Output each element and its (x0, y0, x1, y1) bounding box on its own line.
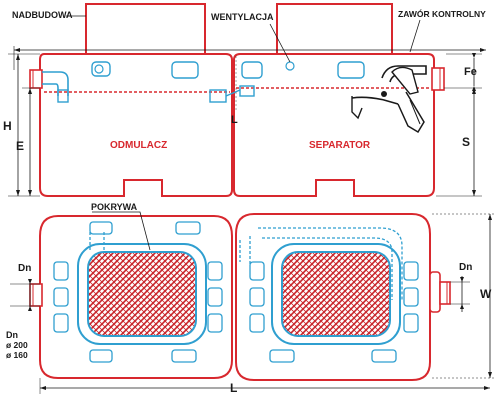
side-lug (403, 313, 419, 333)
inlet-stub (29, 69, 43, 89)
side-lug (207, 287, 223, 307)
dn-size-160: ø 160 (6, 350, 28, 360)
nadbudowa-riser-left (85, 3, 206, 55)
dim-h-label: H (3, 119, 12, 133)
wentylacja-label: WENTYLACJA (211, 12, 274, 22)
top-lug (337, 61, 365, 79)
control-valve (351, 65, 427, 134)
internal-pipe-dashed (239, 236, 251, 264)
top-view: POKRYWA Dn Dn W L Dn ø 200 ø 160 (6, 202, 496, 395)
end-lug (89, 221, 113, 235)
dn-left-label: Dn (18, 263, 31, 274)
dim-l-top-label: L (231, 114, 238, 126)
dn-sizes-title: Dn (6, 330, 18, 340)
top-lug (171, 61, 199, 79)
side-lug (249, 261, 265, 281)
nadbudowa-riser-right (276, 3, 393, 55)
side-lug (207, 313, 223, 333)
nadbudowa-label: NADBUDOWA (12, 10, 73, 20)
end-lug (269, 349, 295, 363)
side-lug (53, 287, 69, 307)
outlet-flange-top (439, 281, 451, 305)
dim-w-label: W (480, 287, 492, 301)
side-lug (207, 261, 223, 281)
internal-pipe-dashed (258, 227, 403, 300)
outlet-stub (431, 67, 445, 91)
end-lug (89, 349, 113, 363)
dn-size-200: ø 200 (6, 340, 28, 350)
side-lug (53, 313, 69, 333)
separator-tank (233, 53, 435, 197)
transfer-pipe-right (239, 85, 255, 97)
side-lug (403, 287, 419, 307)
side-view: ODMULACZ SEPARATOR NADBUDOWA WENTYLACJA … (3, 3, 486, 197)
dim-l-bottom-label: L (230, 381, 237, 395)
inlet-riser (57, 89, 69, 103)
manhole-ring-left (77, 243, 207, 345)
side-lug (249, 287, 265, 307)
top-lug (241, 61, 263, 79)
side-lug (403, 261, 419, 281)
vent-opening (94, 64, 104, 74)
end-lug (175, 221, 201, 235)
side-lug (53, 261, 69, 281)
zawor-kontrolny-label: ZAWÓR KONTROLNY (398, 8, 486, 19)
separator-label: SEPARATOR (309, 140, 371, 151)
manhole-cover-left (87, 251, 197, 337)
odmulacz-tank (39, 53, 233, 197)
manhole-ring-right (271, 243, 401, 345)
end-lug (371, 349, 397, 363)
dim-s-label: S (462, 135, 470, 149)
dim-e-label: E (16, 139, 24, 153)
dim-fe-label: Fe (464, 66, 477, 78)
top-lug (91, 61, 111, 77)
outlet-stub-top (429, 271, 441, 313)
pokrywa-label: POKRYWA (91, 202, 138, 212)
dn-right-label: Dn (459, 262, 472, 273)
inlet-stub-top (29, 283, 43, 307)
end-lug (171, 349, 197, 363)
manhole-cover-right (281, 251, 391, 337)
side-lug (249, 313, 265, 333)
odmulacz-label: ODMULACZ (110, 140, 167, 151)
inlet-elbow (42, 71, 69, 96)
